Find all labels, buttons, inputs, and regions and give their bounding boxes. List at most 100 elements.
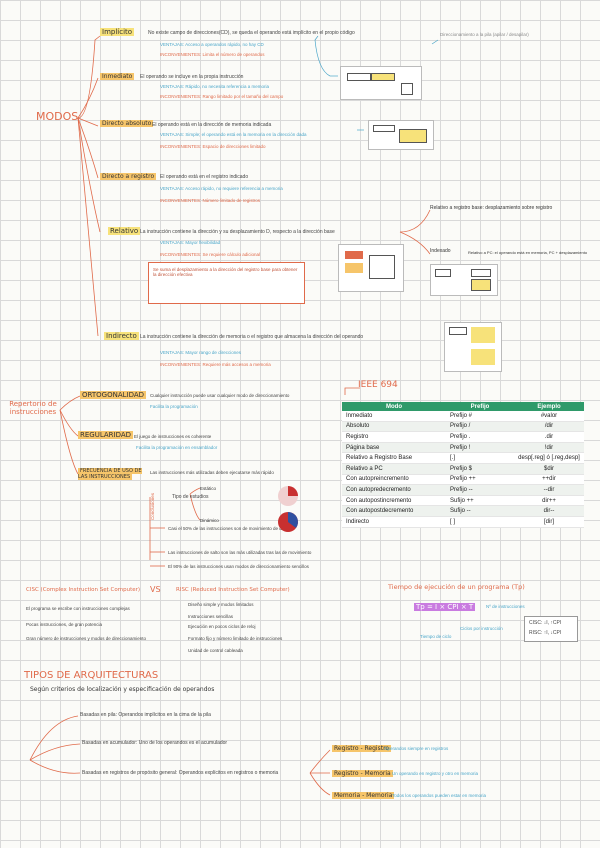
relativo-indexado: Indexado — [430, 248, 451, 254]
arq-item-acumulador: Basadas en acumulador: Uno de los operan… — [82, 740, 227, 746]
modo-directo-absoluto-ventaja: VENTAJAS: Simple; el operando está en la… — [160, 132, 307, 137]
modo-directo-registro-inconveniente: INCONVENIENTES: Número limitado de regis… — [160, 198, 260, 203]
modo-inmediato-ventaja: VENTAJAS: Rápido, no necesita referencia… — [160, 84, 269, 89]
relativo-note-text: Se suma el desplazamiento a la dirección… — [153, 267, 301, 277]
frecuencia-estatico: Estático — [200, 486, 216, 491]
vs-label: VS — [150, 585, 161, 594]
ieee-cell-modo: Página base — [342, 442, 446, 453]
ieee-cell-prefijo: Prefijo -- — [446, 485, 514, 496]
arq-sub-reg-mem: Registro - Memoria — [332, 770, 393, 777]
frecuencia-label: FRECUENCIA DE USO DE LAS INSTRUCCIONES — [78, 468, 150, 480]
tiempo-title: Tiempo de ejecución de un programa (Tp) — [388, 583, 525, 591]
ieee-cell-prefijo: Prefijo / — [446, 421, 514, 432]
arquitecturas-title: TIPOS DE ARQUITECTURAS — [24, 670, 158, 681]
risc-point-3: Ejecución en pocos ciclos de reloj — [188, 624, 256, 629]
ieee-cell-ejemplo: ++dir — [514, 474, 584, 485]
ortogonalidad-sub: Facilita la programación — [150, 404, 198, 409]
formula-note-3: Tiempo de ciclo — [420, 634, 451, 639]
frecuencia-bullet-1: Casi el 50% de las instrucciones son de … — [168, 526, 290, 531]
ieee-cell-ejemplo: dir++ — [514, 495, 584, 506]
ieee-table: Modo Prefijo Ejemplo InmediatoPrefijo ##… — [342, 402, 584, 528]
ieee-header-modo: Modo — [342, 402, 446, 411]
arq-item-pila: Basadas en pila: Operandos implícitos en… — [80, 712, 211, 718]
ieee-title: IEEE 694 — [358, 380, 398, 390]
ieee-cell-modo: Con autopostdecremento — [342, 506, 446, 517]
modo-directo-absoluto-desc: El operando está en la dirección de memo… — [152, 122, 271, 128]
modo-implicito-inconveniente: INCONVENIENTES: Limita el número de oper… — [160, 52, 265, 57]
formula-note-2: Ciclos por instrucción — [460, 626, 503, 631]
cpi-box-line-1: CISC: ↓I, ↑CPI — [529, 620, 561, 626]
ieee-cell-modo: Indirecto — [342, 516, 446, 527]
ieee-cell-prefijo: Sufijo -- — [446, 506, 514, 517]
relativo-registro-base: Relativo a registro base: desplazamiento… — [430, 205, 552, 211]
ieee-cell-ejemplo: [dir] — [514, 516, 584, 527]
arquitecturas-subtitle: Según criterios de localización y especi… — [30, 686, 214, 693]
modo-inmediato-desc: El operando se incluye en la propia inst… — [140, 74, 243, 80]
relativo-diagram — [338, 244, 404, 292]
risc-point-5: Unidad de control cableada — [188, 648, 243, 653]
cpi-box: CISC: ↓I, ↑CPI RISC: ↑I, ↓CPI — [524, 616, 578, 642]
ieee-row: RegistroPrefijo ..dir — [342, 432, 584, 443]
modo-relativo-inconveniente: INCONVENIENTES: Se requiere cálculo adic… — [160, 252, 260, 257]
modo-directo-absoluto-inconveniente: INCONVENIENTES: Espacio de direcciones l… — [160, 144, 266, 149]
relativo-pc: Relativo a PC: el operando está en memor… — [468, 250, 587, 255]
cisc-title: CISC (Complex Instruction Set Computer) — [26, 587, 140, 593]
frecuencia-desc: Las instrucciones más utilizadas deben e… — [150, 470, 274, 475]
ieee-cell-prefijo: Prefijo # — [446, 411, 514, 421]
modo-inmediato-label: Inmediato — [100, 73, 134, 80]
modo-directo-registro-label: Directo a registro — [100, 173, 156, 180]
regularidad-label: REGULARIDAD — [78, 431, 133, 439]
frecuencia-conclusiones: Conclusiones — [150, 493, 155, 520]
ieee-cell-modo: Absoluto — [342, 421, 446, 432]
frecuencia-tipo: Tipo de estudios — [172, 494, 209, 500]
ieee-header-prefijo: Prefijo — [446, 402, 514, 411]
modo-directo-registro-desc: El operando está en el registro indicado — [160, 174, 248, 180]
frecuencia-bullet-3: El 90% de las instrucciones usan modos d… — [168, 564, 309, 569]
indirecto-diagram — [444, 322, 502, 372]
ieee-cell-prefijo: Prefijo ++ — [446, 474, 514, 485]
modo-directo-registro-ventaja: VENTAJAS: Acceso rápido, no requiere ref… — [160, 186, 283, 191]
directo-absoluto-diagram — [368, 120, 434, 150]
arq-sub-reg-mem-desc: Un operando en registro y otro en memori… — [392, 771, 478, 776]
modo-indirecto-label: Indirecto — [104, 332, 139, 340]
ieee-cell-modo: Inmediato — [342, 411, 446, 421]
modo-directo-absoluto-label: Directo absoluto — [100, 120, 153, 127]
frecuencia-bullet-2: Las instrucciones de salto son las más u… — [168, 550, 311, 555]
ieee-cell-ejemplo: desp[.reg] ó [.reg,desp] — [514, 453, 584, 464]
ieee-cell-prefijo: [ ] — [446, 516, 514, 527]
ieee-cell-ejemplo: !dir — [514, 442, 584, 453]
risc-point-2: Instrucciones sencillas — [188, 614, 233, 619]
modos-title: MODOS — [36, 110, 78, 123]
arq-sub-reg-reg-desc: Operandos siempre en registros — [384, 746, 448, 751]
ieee-cell-ejemplo: $dir — [514, 463, 584, 474]
arq-sub-mem-mem-desc: Todos los operandos pueden estar en memo… — [392, 793, 486, 798]
estatico-pie-icon — [276, 484, 300, 508]
cisc-point-2: Pocas instrucciones, de gran potencia — [26, 622, 102, 627]
ieee-cell-modo: Relativo a Registro Base — [342, 453, 446, 464]
cpi-box-line-2: RISC: ↑I, ↓CPI — [529, 630, 561, 636]
cisc-point-3: Gran número de instrucciones y modos de … — [26, 636, 146, 641]
arq-sub-mem-mem: Memoria - Memoria — [332, 792, 394, 799]
ieee-header-ejemplo: Ejemplo — [514, 402, 584, 411]
ieee-cell-ejemplo: /dir — [514, 421, 584, 432]
ieee-cell-modo: Relativo a PC — [342, 463, 446, 474]
inmediato-diagram — [340, 66, 422, 100]
ieee-cell-prefijo: [.] — [446, 453, 514, 464]
risc-point-1: Diseño simple y modos limitados — [188, 602, 254, 607]
modo-relativo-desc: La instrucción contiene la dirección y s… — [140, 229, 335, 235]
ieee-cell-prefijo: Prefijo $ — [446, 463, 514, 474]
modo-implicito-label: Implícito — [100, 28, 134, 36]
ieee-cell-ejemplo: .dir — [514, 432, 584, 443]
modo-implicito-desc: No existe campo de direcciones(CD), se q… — [148, 30, 355, 36]
modo-indirecto-ventaja: VENTAJAS: Mayor rango de direcciones — [160, 350, 241, 355]
ieee-cell-modo: Con autopredecremento — [342, 485, 446, 496]
frecuencia-dinamico: Dinámico — [200, 518, 219, 523]
ieee-row: Indirecto[ ][dir] — [342, 516, 584, 527]
ieee-cell-ejemplo: --dir — [514, 485, 584, 496]
modo-indirecto-desc: La instrucción contiene la dirección de … — [140, 334, 363, 340]
